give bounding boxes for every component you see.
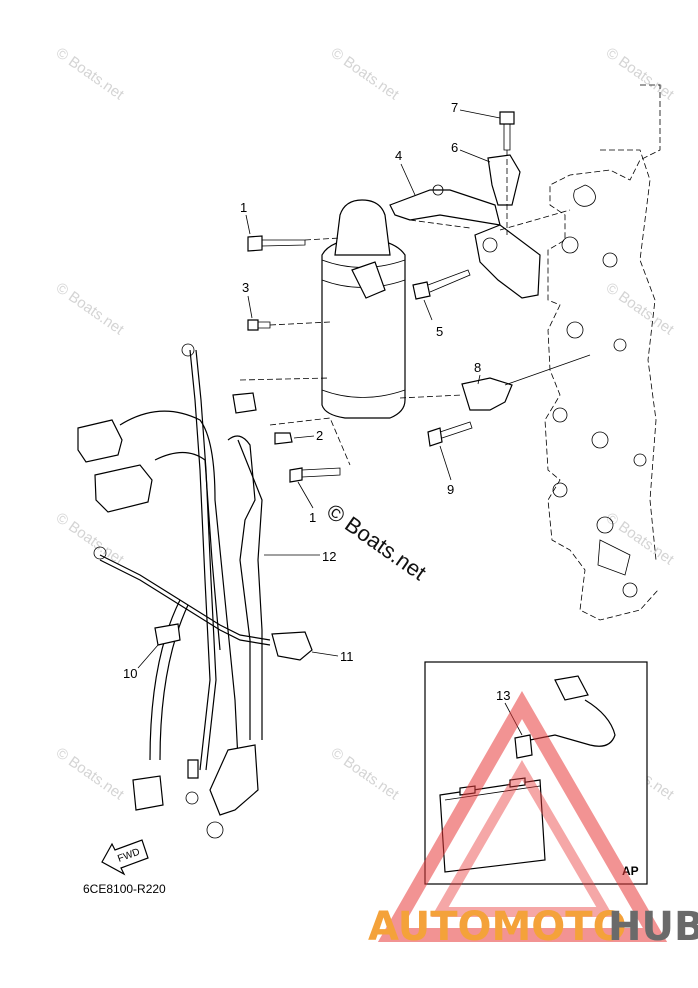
starter-motor <box>321 199 406 419</box>
assembly-lines <box>239 150 571 466</box>
callout-12: 12 <box>322 549 336 564</box>
logo-text: AUTOMOTO HUB <box>368 904 698 950</box>
watermark: © Boats.net <box>603 509 678 568</box>
watermark: © Boats.net <box>53 509 128 568</box>
logo-text-automoto: AUTOMOTO <box>368 904 627 950</box>
watermark-center: © Boats.net <box>322 499 431 586</box>
callout-2: 2 <box>316 428 323 443</box>
inset-box: 13 AP <box>424 661 648 885</box>
relay-bracket <box>399 354 591 411</box>
callout-1-bottom: 1 <box>309 510 316 525</box>
callout-5: 5 <box>436 324 443 339</box>
watermark: © Boats.net <box>328 744 403 803</box>
watermark: © Boats.net <box>328 44 403 103</box>
callout-1-top: 1 <box>240 200 247 215</box>
callout-6: 6 <box>451 140 458 155</box>
callout-11: 11 <box>340 649 354 664</box>
callout-4: 4 <box>395 148 402 163</box>
callout-8: 8 <box>474 360 481 375</box>
engine-block <box>544 84 661 621</box>
connectors <box>77 419 313 661</box>
bolts <box>232 111 515 483</box>
watermark: © Boats.net <box>53 744 128 803</box>
wire-harness <box>93 343 271 839</box>
callout-3: 3 <box>242 280 249 295</box>
callout-9: 9 <box>447 482 454 497</box>
starter-bracket <box>389 154 541 299</box>
drawing-code: 6CE8100-R220 <box>83 882 166 896</box>
watermark: © Boats.net <box>53 44 128 103</box>
callout-13: 13 <box>496 688 510 703</box>
callouts: 1 2 3 4 5 6 7 8 9 1 10 11 12 <box>123 100 501 681</box>
callout-7: 7 <box>451 100 458 115</box>
watermark: © Boats.net <box>603 44 678 103</box>
fwd-arrow: FWD <box>101 839 149 876</box>
watermark: © Boats.net <box>53 279 128 338</box>
watermark: © Boats.net <box>603 279 678 338</box>
logo-text-hub: HUB <box>608 904 698 950</box>
callout-10: 10 <box>123 666 137 681</box>
logo-mark <box>377 690 668 942</box>
